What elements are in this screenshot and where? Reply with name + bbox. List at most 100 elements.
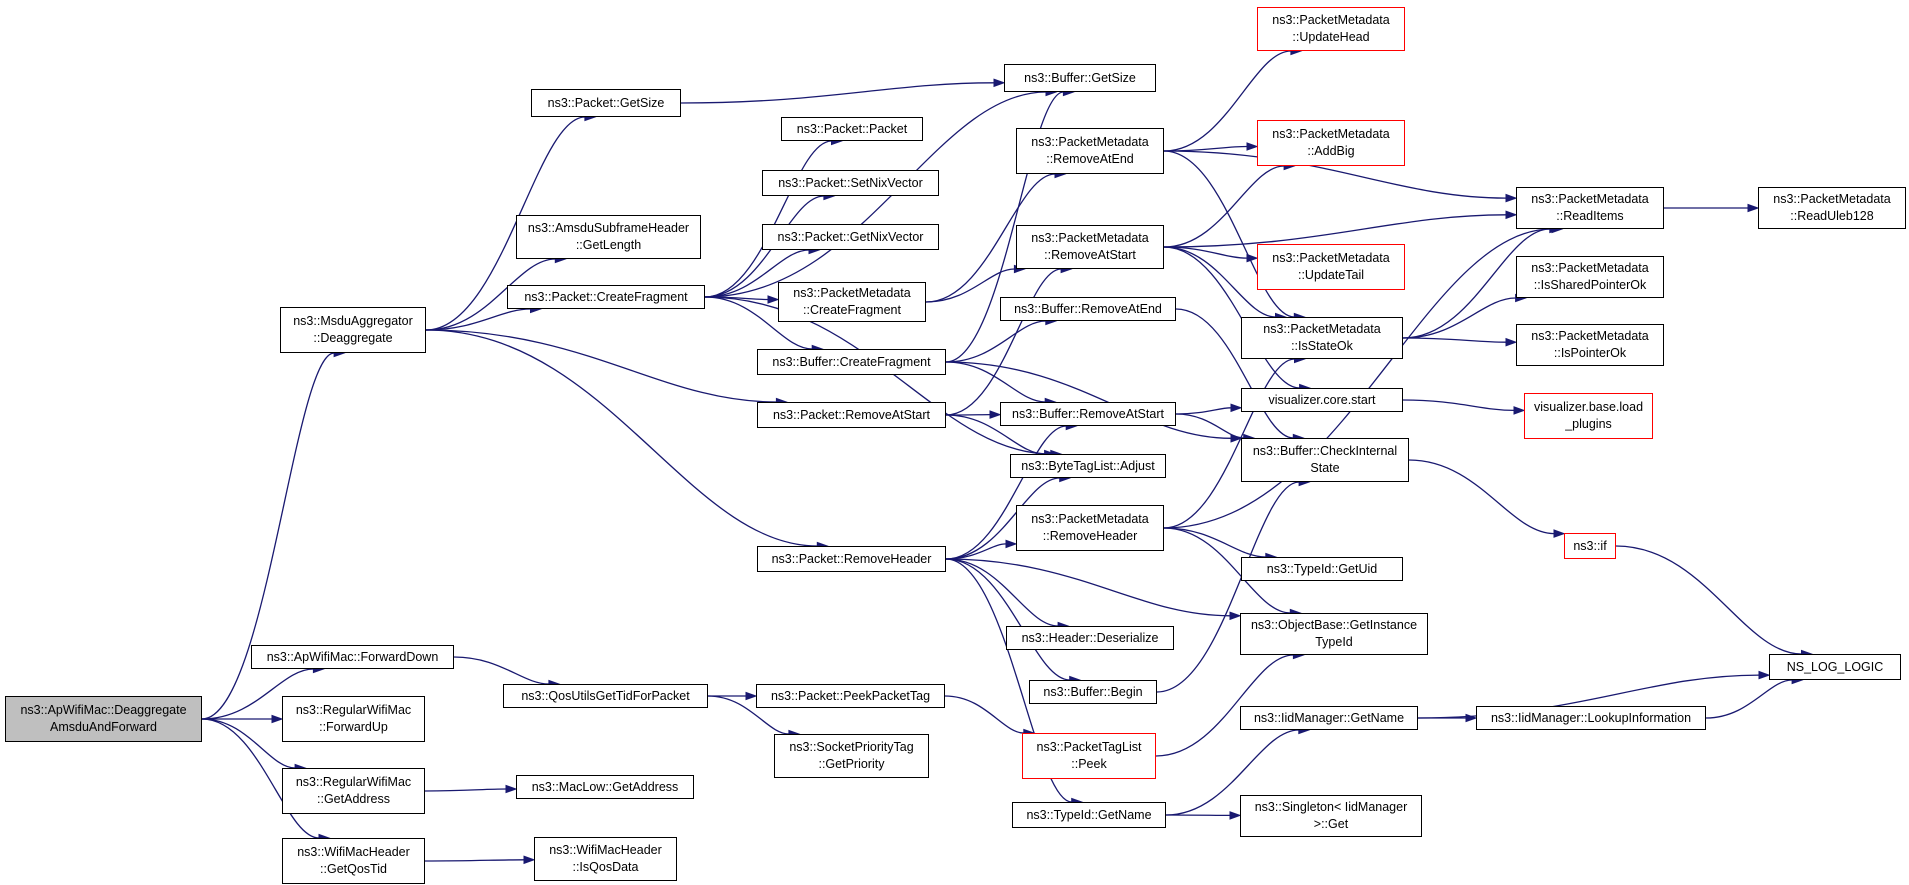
node-setnix[interactable]: ns3::Packet::SetNixVector	[762, 170, 939, 196]
edge-bufcreatefrag-to-bufcheck	[945, 361, 1232, 439]
edge-pmremovehdr-to-pmreaditems	[1163, 228, 1553, 529]
edge-pmremoveend-to-pmreaditems	[1163, 150, 1507, 199]
node-getnix[interactable]: ns3::Packet::GetNixVector	[762, 224, 939, 250]
node-isqosdata[interactable]: ns3::WifiMacHeader ::IsQosData	[534, 837, 677, 881]
edge-arrowhead	[1505, 193, 1518, 203]
edge-arrowhead	[993, 78, 1006, 88]
edge-bufbegin-to-bufcheck	[1156, 481, 1300, 693]
edge-arrowhead	[1005, 539, 1018, 549]
edge-bufremoveend-to-bufcheck	[1175, 308, 1294, 439]
node-bufgetsize[interactable]: ns3::Buffer::GetSize	[1004, 64, 1156, 92]
node-pktremovehdr[interactable]: ns3::Packet::RemoveHeader	[757, 546, 946, 572]
node-pktgetsize[interactable]: ns3::Packet::GetSize	[531, 89, 681, 117]
edge-pktremovehdr-to-bytetagadjust	[945, 477, 1060, 560]
node-bufbegin[interactable]: ns3::Buffer::Begin	[1029, 680, 1157, 704]
node-pmreaditems[interactable]: ns3::PacketMetadata ::ReadItems	[1516, 187, 1664, 229]
node-bufcreatefrag[interactable]: ns3::Buffer::CreateFragment	[757, 349, 946, 375]
node-pmisstateok[interactable]: ns3::PacketMetadata ::IsStateOk	[1241, 317, 1403, 359]
edge-pktremovehdr-to-bufbegin	[945, 558, 1070, 681]
edge-arrowhead	[1246, 253, 1259, 263]
node-iidgetname[interactable]: ns3::IidManager::GetName	[1240, 706, 1418, 730]
node-pkttagpeek[interactable]: ns3::PacketTagList ::Peek	[1022, 733, 1156, 779]
node-sockprio[interactable]: ns3::SocketPriorityTag ::GetPriority	[774, 734, 929, 778]
edge-bufcheck-to-ns3if	[1408, 459, 1555, 535]
edge-pktcreatefrag-to-bufcreatefrag	[704, 296, 813, 350]
node-deagg[interactable]: ns3::MsduAggregator ::Deaggregate	[280, 307, 426, 353]
node-peekpkttag[interactable]: ns3::Packet::PeekPacketTag	[756, 684, 945, 708]
node-typeidgetuid[interactable]: ns3::TypeId::GetUid	[1241, 557, 1403, 581]
edge-pmremovestart-to-pmreaditems	[1163, 214, 1507, 248]
edge-arrowhead	[745, 691, 758, 701]
edge-pktremovehdr-to-hdrdeser	[945, 558, 1059, 627]
edge-iidlookup-to-nslog	[1705, 679, 1793, 719]
edge-deagg-to-pktremovestart	[425, 329, 777, 403]
node-objgetinst[interactable]: ns3::ObjectBase::GetInstance TypeId	[1240, 613, 1428, 655]
edge-pktremovestart-to-bytetagadjust	[945, 414, 1045, 455]
edge-pktcreatefrag-to-getnix	[704, 249, 810, 298]
edge-root-to-getaddr	[201, 718, 296, 769]
node-vizload[interactable]: visualizer.base.load _plugins	[1524, 393, 1653, 439]
edge-pktremovestart-to-pmremovestart	[945, 268, 1062, 416]
node-pktcreatefrag[interactable]: ns3::Packet::CreateFragment	[507, 285, 705, 309]
node-pktpacket[interactable]: ns3::Packet::Packet	[781, 117, 923, 141]
node-typeidgetname[interactable]: ns3::TypeId::GetName	[1012, 802, 1166, 828]
edge-pmisstateok-to-pmshared	[1402, 297, 1516, 339]
node-bufcheck[interactable]: ns3::Buffer::CheckInternal State	[1241, 438, 1409, 482]
edge-iidgetname-to-nslog	[1417, 674, 1760, 719]
edge-pktremovehdr-to-typeidgetname	[945, 558, 1072, 803]
node-vizstart[interactable]: visualizer.core.start	[1241, 388, 1403, 412]
edge-pktcreatefrag-to-pktpacket	[704, 140, 832, 298]
edge-arrowhead	[1747, 203, 1760, 213]
edge-pktremovehdr-to-bufremovestart	[945, 425, 1067, 560]
node-getqostid[interactable]: ns3::WifiMacHeader ::GetQosTid	[282, 838, 425, 884]
node-pmremovehdr[interactable]: ns3::PacketMetadata ::RemoveHeader	[1016, 505, 1164, 551]
edge-ns3if-to-nslog	[1615, 545, 1802, 655]
edge-vizstart-to-vizload	[1402, 399, 1515, 412]
node-pktremovestart[interactable]: ns3::Packet::RemoveAtStart	[757, 402, 946, 428]
node-getaddr[interactable]: ns3::RegularWifiMac ::GetAddress	[282, 768, 425, 814]
edge-pmcreatefrag-to-pmremovestart	[925, 268, 1015, 303]
node-qosutils[interactable]: ns3::QosUtilsGetTidForPacket	[503, 684, 708, 708]
edge-arrowhead	[1553, 529, 1566, 538]
node-amsdulen[interactable]: ns3::AmsduSubframeHeader ::GetLength	[516, 215, 701, 259]
edge-getaddr-to-macgetaddr	[424, 788, 507, 792]
edge-bufcreatefrag-to-bufremovestart	[945, 361, 1046, 403]
edge-pmcreatefrag-to-pmremoveend	[925, 173, 1056, 303]
edge-deagg-to-pktremovehdr	[425, 329, 818, 547]
edge-arrowhead	[1230, 403, 1243, 413]
edge-pmremovehdr-to-objgetinst	[1163, 527, 1291, 614]
edge-arrowhead	[1229, 611, 1242, 621]
node-pmcreatefrag[interactable]: ns3::PacketMetadata ::CreateFragment	[778, 282, 926, 322]
edge-deagg-to-pktgetsize	[425, 116, 585, 331]
node-fwdup[interactable]: ns3::RegularWifiMac ::ForwardUp	[282, 696, 425, 742]
edge-root-to-deagg	[201, 352, 335, 720]
node-bufremoveend[interactable]: ns3::Buffer::RemoveAtEnd	[1000, 297, 1176, 321]
node-bytetagadjust[interactable]: ns3::ByteTagList::Adjust	[1010, 454, 1166, 478]
node-root[interactable]: ns3::ApWifiMac::Deaggregate AmsduAndForw…	[5, 696, 202, 742]
edge-pmremovehdr-to-typeidgetuid	[1163, 527, 1266, 558]
node-ns3if[interactable]: ns3::if	[1564, 533, 1616, 559]
edge-pktremovehdr-to-objgetinst	[945, 558, 1231, 617]
node-hdrdeser[interactable]: ns3::Header::Deserialize	[1006, 626, 1174, 650]
node-fwddown[interactable]: ns3::ApWifiMac::ForwardDown	[251, 645, 454, 669]
edge-bufcreatefrag-to-bufgetsize	[945, 91, 1064, 363]
node-pmreaduleb[interactable]: ns3::PacketMetadata ::ReadUleb128	[1758, 187, 1906, 229]
node-singleton[interactable]: ns3::Singleton< IidManager >::Get	[1240, 795, 1422, 837]
node-pmupdatehead[interactable]: ns3::PacketMetadata ::UpdateHead	[1257, 7, 1405, 51]
node-pmpointer[interactable]: ns3::PacketMetadata ::IsPointerOk	[1516, 324, 1664, 366]
edge-arrowhead	[1758, 670, 1771, 680]
node-pmshared[interactable]: ns3::PacketMetadata ::IsSharedPointerOk	[1516, 256, 1664, 298]
node-pmremoveend[interactable]: ns3::PacketMetadata ::RemoveAtEnd	[1016, 128, 1164, 174]
edge-arrowhead	[989, 410, 1002, 419]
node-pmremovestart[interactable]: ns3::PacketMetadata ::RemoveAtStart	[1016, 225, 1164, 269]
edge-pmremovestart-to-pmaddbig	[1163, 165, 1285, 248]
edge-root-to-getqostid	[201, 718, 320, 839]
node-iidlookup[interactable]: ns3::IidManager::LookupInformation	[1476, 706, 1706, 730]
node-nslog[interactable]: NS_LOG_LOGIC	[1769, 654, 1901, 680]
edge-arrowhead	[1246, 142, 1259, 151]
node-pmaddbig[interactable]: ns3::PacketMetadata ::AddBig	[1257, 120, 1405, 166]
node-bufremovestart[interactable]: ns3::Buffer::RemoveAtStart	[1000, 402, 1176, 426]
node-pmupdatetail[interactable]: ns3::PacketMetadata ::UpdateTail	[1257, 244, 1405, 290]
node-macgetaddr[interactable]: ns3::MacLow::GetAddress	[516, 775, 694, 799]
